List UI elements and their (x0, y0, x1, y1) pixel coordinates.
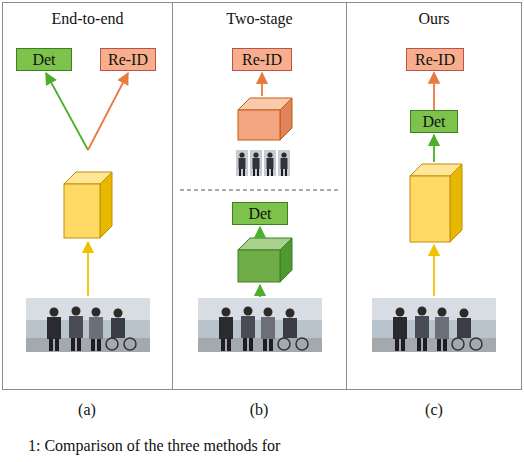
dashed-divider (180, 190, 338, 191)
method-panel: OursRe-ID Det (346, 2, 522, 390)
figure-caption: 1: Comparison of the three methods for (28, 436, 280, 456)
yellow-cube (410, 164, 462, 242)
panel-title: Ours (347, 9, 521, 29)
arrow (433, 135, 435, 162)
panel-title: End-to-end (3, 9, 172, 29)
method-panel: Two-stageRe-ID Det (172, 2, 347, 390)
arrow (259, 227, 261, 237)
input-photo (26, 298, 150, 352)
method-panel: End-to-endDet Re-ID (2, 2, 173, 390)
arrow (259, 285, 261, 297)
detection-box: Det (16, 48, 72, 71)
box-label: Re-ID (415, 51, 455, 69)
arrow (88, 73, 128, 150)
arrow (87, 242, 89, 296)
yellow-cube (64, 172, 112, 238)
reid-box: Re-ID (232, 48, 292, 71)
orange-cube (238, 98, 292, 140)
panel-label: (b) (250, 400, 269, 420)
arrow (261, 73, 263, 96)
reid-box: Re-ID (100, 48, 156, 71)
box-label: Det (32, 51, 55, 69)
arrow (433, 245, 435, 296)
detection-box: Det (410, 110, 458, 133)
box-label: Det (422, 113, 445, 131)
person-crop (264, 150, 276, 176)
arrow (46, 73, 88, 150)
box-label: Re-ID (242, 51, 282, 69)
person-crop (236, 150, 248, 176)
reid-box: Re-ID (406, 48, 464, 71)
panel-label: (c) (425, 400, 443, 420)
panel-label: (a) (78, 400, 96, 420)
panel-title: Two-stage (173, 9, 346, 29)
box-label: Re-ID (108, 51, 148, 69)
person-crop (278, 150, 290, 176)
detection-box: Det (232, 202, 288, 225)
box-label: Det (248, 205, 271, 223)
input-photo (372, 298, 496, 352)
input-photo (198, 298, 322, 352)
person-crop (250, 150, 262, 176)
flow-arrow (433, 73, 435, 111)
green-cube (238, 238, 292, 282)
